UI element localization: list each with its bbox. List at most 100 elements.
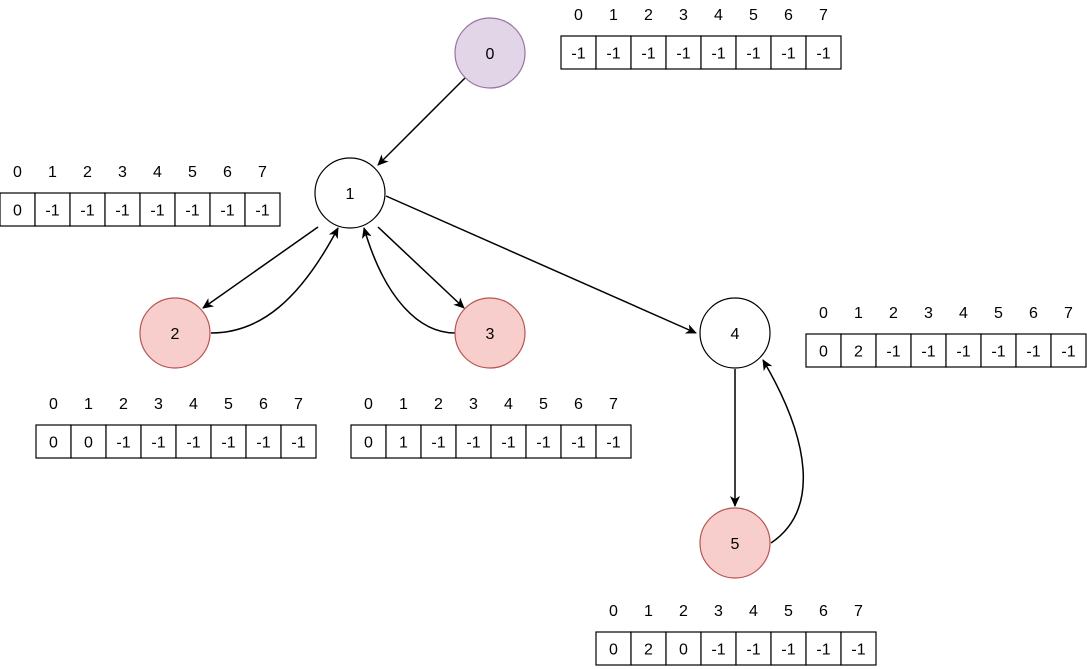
node-label: 2: [171, 326, 180, 343]
array-cell-value: 0: [84, 435, 93, 452]
array-cell-value: -1: [186, 435, 200, 452]
array-cell: [805, 35, 842, 70]
array-cell: [1015, 333, 1052, 368]
array-cell: [595, 631, 632, 666]
edge-0-to-1: [377, 77, 466, 166]
array-index-label: 5: [749, 7, 758, 24]
array-index-label: 7: [1064, 305, 1073, 322]
node-circle: [454, 297, 526, 369]
array-cell: [174, 192, 211, 227]
array-cell-value: 0: [49, 435, 58, 452]
array-index-label: 0: [364, 396, 373, 413]
edge-1-to-2: [202, 226, 319, 309]
array-cell-value: -1: [255, 203, 269, 220]
array-index-label: 2: [644, 7, 653, 24]
array-cell: [805, 631, 842, 666]
array-index-label: 3: [714, 603, 723, 620]
array-cell-value: -1: [150, 203, 164, 220]
node-label: 5: [731, 536, 740, 553]
array-cell-value: 1: [399, 435, 408, 452]
array-cell: [945, 333, 982, 368]
array-cell-value: -1: [921, 344, 935, 361]
edge-3-to-1: [362, 227, 456, 334]
array-cell-value: -1: [676, 46, 690, 63]
array-cell-value: -1: [746, 642, 760, 659]
edge-5-to-4: [762, 359, 805, 544]
node-circle: [454, 17, 526, 89]
array-cell-value: -1: [641, 46, 655, 63]
array-cell-value: -1: [781, 642, 795, 659]
array-cell: [630, 35, 667, 70]
array-cell-value: -1: [746, 46, 760, 63]
array-cell-value: -1: [536, 435, 550, 452]
node-label: 4: [731, 326, 740, 343]
array-cell: [560, 35, 597, 70]
array-cell: [490, 424, 527, 459]
array-cell-value: -1: [886, 344, 900, 361]
node-circle: [699, 507, 771, 579]
array-cell-value: -1: [991, 344, 1005, 361]
array-index-label: 7: [854, 603, 863, 620]
node-4[interactable]: 4: [699, 297, 771, 369]
array-index-label: 5: [188, 164, 197, 181]
array-index-label: 4: [504, 396, 513, 413]
array-cell: [735, 631, 772, 666]
array-index-label: 4: [749, 603, 758, 620]
node-0[interactable]: 0: [454, 17, 526, 89]
array-index-label: 5: [224, 396, 233, 413]
array-index-label: 0: [609, 603, 618, 620]
array-cell: [104, 192, 141, 227]
node-2[interactable]: 2: [139, 297, 211, 369]
array-cell: [69, 192, 106, 227]
array-cell-value: -1: [606, 435, 620, 452]
array-index-label: 2: [83, 164, 92, 181]
array-cell-value: 0: [819, 344, 828, 361]
array-index-label: 3: [154, 396, 163, 413]
array-index-label: 3: [469, 396, 478, 413]
array-cell: [105, 424, 142, 459]
node-label: 1: [346, 186, 355, 203]
array-cell: [420, 424, 457, 459]
array-index-label: 3: [924, 305, 933, 322]
array-cell-value: -1: [466, 435, 480, 452]
array-cell: [244, 192, 281, 227]
array-cell: [1050, 333, 1087, 368]
array-cell: [875, 333, 912, 368]
array-cell-value: -1: [220, 203, 234, 220]
array-index-label: 0: [13, 164, 22, 181]
node-label: 3: [486, 326, 495, 343]
array-cell-value: 0: [609, 642, 618, 659]
array-index-label: 6: [819, 603, 828, 620]
array-cell-value: 0: [13, 203, 22, 220]
array-index-label: 7: [609, 396, 618, 413]
array-cell-value: -1: [781, 46, 795, 63]
node-5[interactable]: 5: [699, 507, 771, 579]
array-index-label: 3: [679, 7, 688, 24]
array-cell-value: -1: [711, 642, 725, 659]
edge-2-to-1: [210, 227, 339, 334]
array-cell-value: -1: [221, 435, 235, 452]
node-3[interactable]: 3: [454, 297, 526, 369]
array-cell-value: -1: [816, 46, 830, 63]
edge-1-to-3: [377, 226, 465, 309]
array-index-label: 6: [259, 396, 268, 413]
array-cell-value: -1: [1061, 344, 1075, 361]
array-cell-value: -1: [291, 435, 305, 452]
array-index-label: 4: [714, 7, 723, 24]
array-cell: [280, 424, 317, 459]
array-cell-value: -1: [185, 203, 199, 220]
node-1[interactable]: 1: [314, 157, 386, 229]
array-index-label: 7: [258, 164, 267, 181]
array-cell: [980, 333, 1017, 368]
array-cell-value: -1: [80, 203, 94, 220]
array-cell: [35, 424, 72, 459]
array-index-label: 3: [118, 164, 127, 181]
array-index-label: 5: [994, 305, 1003, 322]
array-index-label: 4: [189, 396, 198, 413]
array-index-label: 5: [784, 603, 793, 620]
